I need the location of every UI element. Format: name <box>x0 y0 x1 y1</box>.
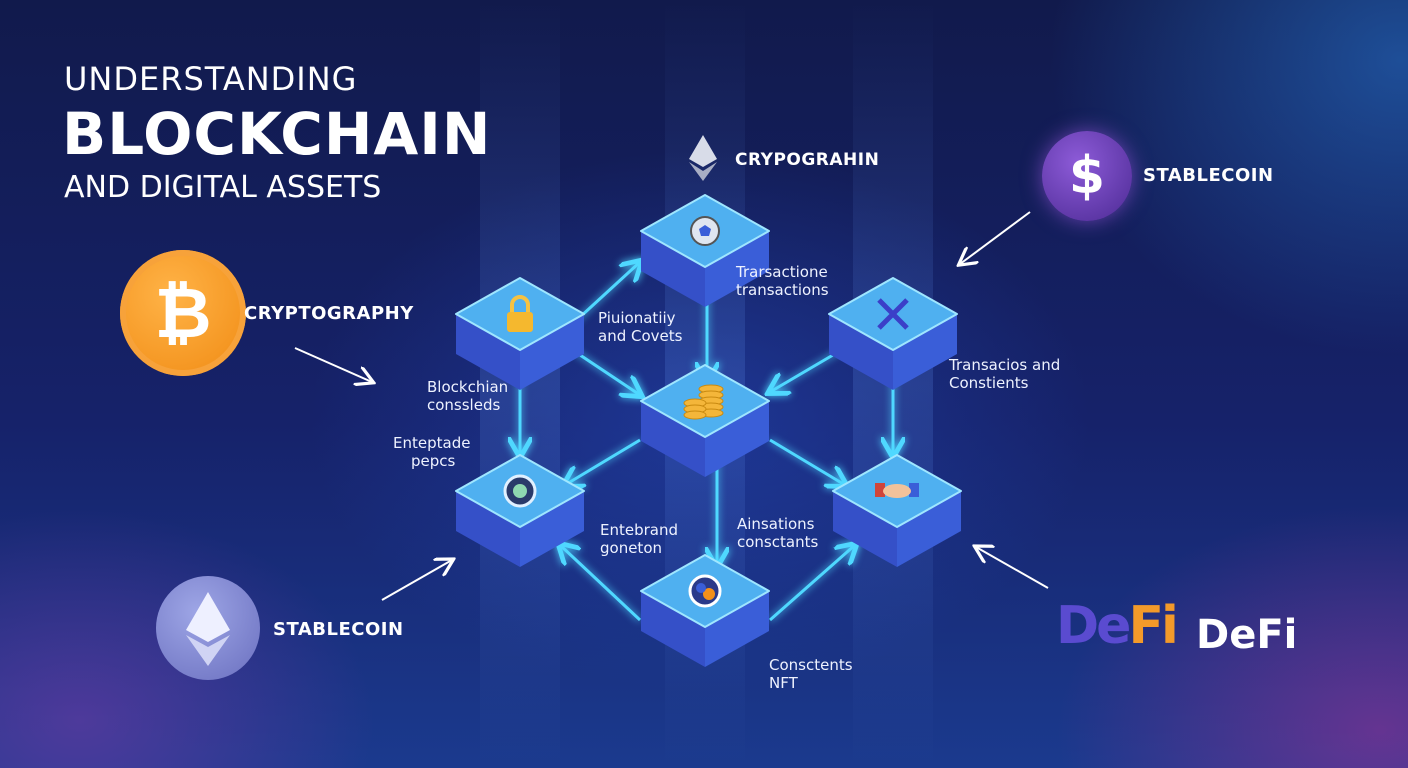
ethereum-label: STABLECOIN <box>273 619 404 640</box>
handshake-icon <box>875 483 919 498</box>
arrows-icon <box>877 298 909 330</box>
block-node-arrows <box>828 277 958 390</box>
pointer-arrow <box>976 547 1049 589</box>
shield-icon <box>503 474 537 508</box>
globe-icon <box>690 216 720 246</box>
bitcoin-symbol: ₿ <box>154 272 212 354</box>
block-node-bottom <box>640 554 770 667</box>
link-arrow <box>560 545 642 622</box>
link-arrow <box>769 545 855 622</box>
pointer-arrow <box>381 560 452 601</box>
block-node-center <box>640 364 770 477</box>
defi-label: DeFi <box>1196 612 1298 658</box>
block-node-lock <box>455 277 585 390</box>
ethereum-icon <box>689 135 717 181</box>
block-node-left <box>455 454 585 567</box>
block-node-top <box>640 194 770 307</box>
defi-logo: DeFi <box>1056 596 1179 656</box>
pointer-arrow <box>294 347 372 382</box>
lock-icon <box>507 295 533 332</box>
link-arrow <box>565 438 641 485</box>
link-arrow <box>769 438 845 485</box>
bitcoin-icon: ₿ <box>120 250 246 376</box>
title-line-3: AND DIGITAL ASSETS <box>64 170 382 205</box>
dollar-icon: $ <box>1042 131 1132 221</box>
bitcoin-label: CRYPTOGRAPHY <box>244 303 414 324</box>
pointer-arrow <box>960 211 1031 264</box>
block-node-handshake <box>832 454 962 567</box>
title-line-1: UNDERSTANDING <box>64 60 358 98</box>
dollar-symbol: $ <box>1068 146 1106 206</box>
top-node-label: CRYPOGRAHIN <box>735 150 880 170</box>
coins-icon <box>683 384 724 420</box>
token-icon <box>688 574 722 608</box>
ethereum-icon <box>156 576 260 680</box>
dollar-label: STABLECOIN <box>1143 165 1274 186</box>
title-line-2: BLOCKCHAIN <box>62 100 492 168</box>
